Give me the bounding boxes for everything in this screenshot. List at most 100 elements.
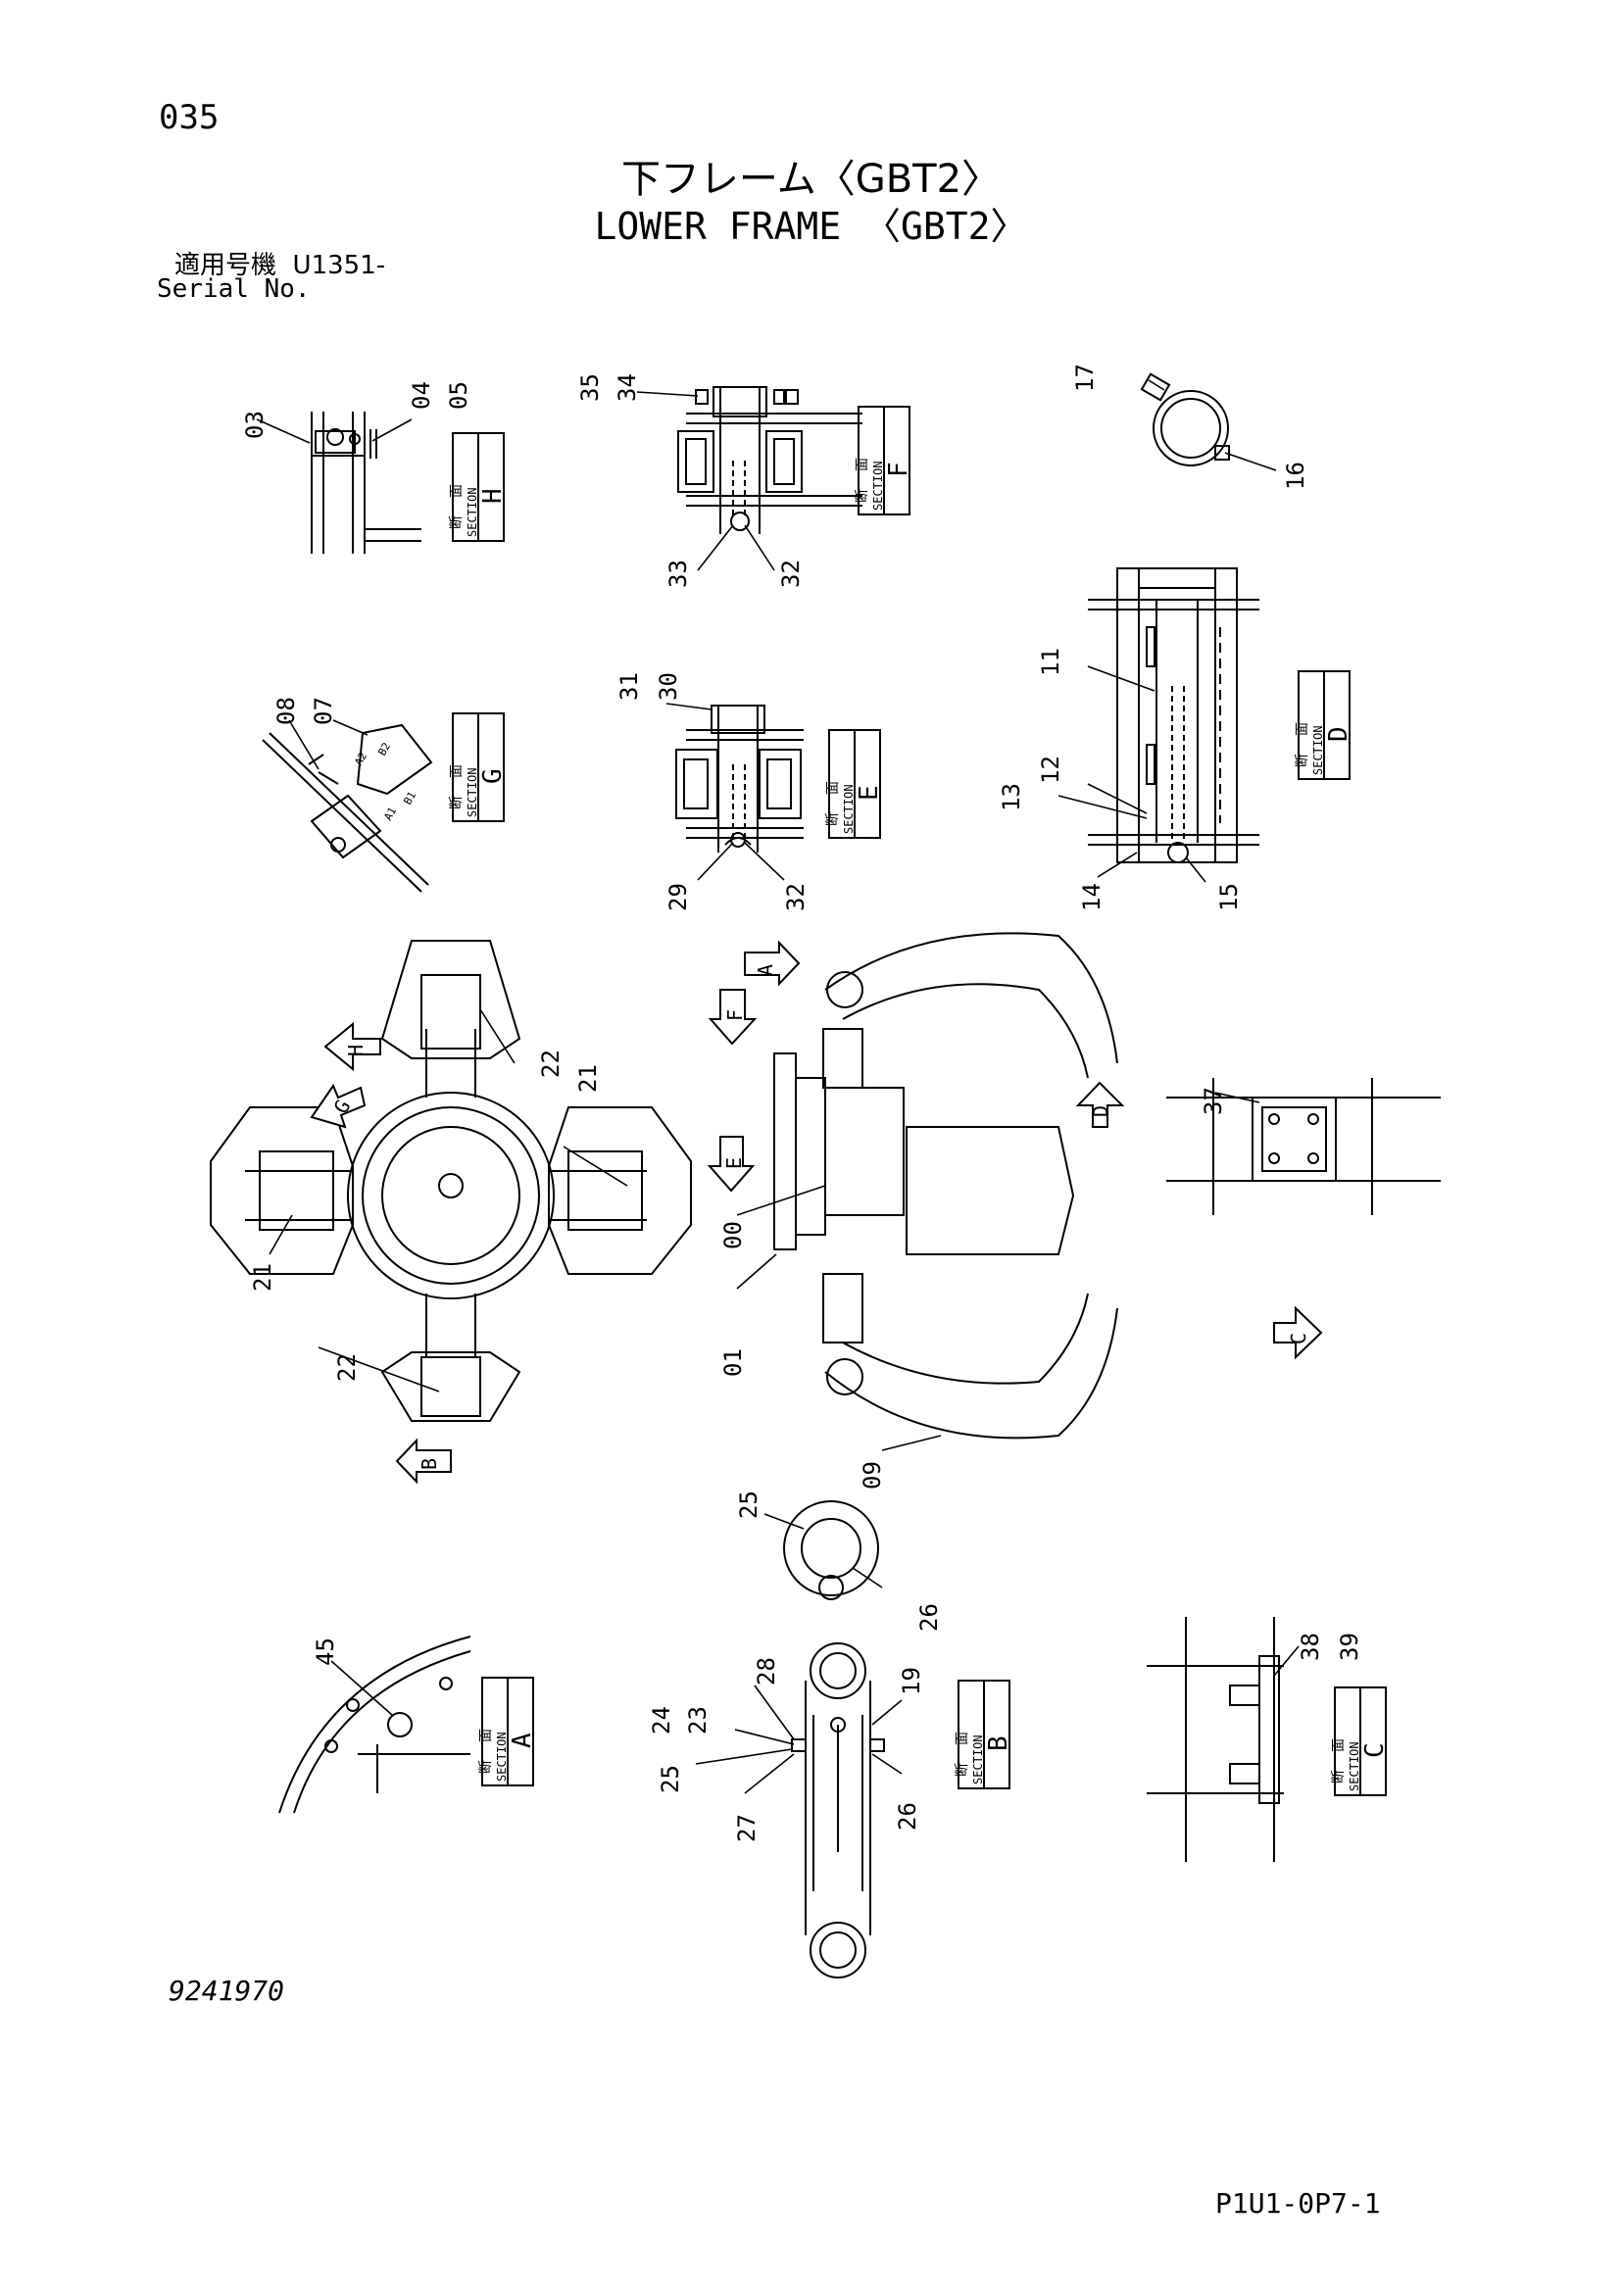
callout-28: 28: [753, 1657, 780, 1685]
section-caption-kanji-2: 面: [855, 458, 870, 471]
section-caption-kanji-2: 面: [825, 781, 841, 795]
serial-label-english: Serial No.: [157, 274, 311, 304]
page-number: 035: [159, 98, 220, 137]
section-letter-a: A: [508, 1733, 537, 1748]
callout-04: 04: [408, 381, 435, 410]
section-label-d: 断 面 SECTION D: [1295, 670, 1353, 780]
callout-14: 14: [1078, 883, 1106, 911]
view-arrow-c: C: [1273, 1305, 1323, 1360]
serial-number-line: 適用号機 U1351-: [174, 245, 385, 281]
section-caption-kanji-1: 断: [449, 515, 465, 529]
callout-22-top: 22: [537, 1050, 565, 1078]
main-plan-view: [210, 940, 692, 1422]
callout-03: 03: [241, 411, 269, 439]
section-caption-kanji-2: 面: [955, 1732, 970, 1745]
section-caption-kanji-1: 断: [855, 489, 870, 503]
section-caption-word: SECTION: [971, 1734, 985, 1784]
callout-12: 12: [1037, 756, 1064, 784]
callout-30: 30: [655, 672, 682, 701]
section-caption-kanji-1: 断: [1295, 754, 1310, 767]
view-arrow-letter-c: C: [1287, 1333, 1310, 1344]
part-mark-a1: A1: [381, 806, 399, 823]
section-label-g: 断 面 SECTION G: [449, 712, 508, 822]
page-title-japanese: 下フレーム〈GBT2〉: [620, 157, 1002, 202]
callout-16: 16: [1282, 462, 1309, 490]
view-arrow-letter-d: D: [1089, 1105, 1112, 1117]
section-letter-g: G: [478, 768, 508, 784]
callout-00: 00: [719, 1221, 747, 1249]
section-letter-c: C: [1360, 1742, 1390, 1758]
callout-34: 34: [614, 373, 641, 402]
callout-09: 09: [859, 1461, 886, 1490]
callout-38: 38: [1297, 1633, 1324, 1661]
part-mark-b1: B1: [401, 790, 418, 807]
view-arrow-e: E: [707, 1136, 756, 1193]
detail-section-d: [1088, 567, 1259, 863]
leader-lines: [256, 379, 1300, 1794]
section-caption-kanji-1: 断: [955, 1763, 970, 1777]
callout-45: 45: [312, 1637, 339, 1666]
callout-17: 17: [1071, 364, 1099, 392]
callout-05: 05: [445, 381, 472, 410]
detail-section-a: [278, 1636, 471, 1814]
callout-11: 11: [1037, 648, 1064, 676]
section-caption-kanji-1: 断: [1331, 1770, 1347, 1783]
view-arrow-letter-e: E: [722, 1157, 746, 1169]
section-letter-h: H: [478, 488, 508, 504]
detail-section-f: [677, 386, 862, 534]
section-caption-word: SECTION: [842, 784, 856, 834]
detail-section-h: [311, 412, 421, 554]
callout-26-bottom: 26: [894, 1802, 921, 1831]
section-caption-word: SECTION: [1348, 1741, 1361, 1791]
callout-21-left: 21: [249, 1263, 276, 1292]
callout-29: 29: [664, 883, 692, 911]
section-letter-e: E: [855, 785, 884, 801]
serial-value: U1351-: [292, 251, 386, 280]
detail-section-c: [1147, 1617, 1284, 1862]
callout-23: 23: [684, 1706, 712, 1734]
section-letter-b: B: [984, 1735, 1013, 1751]
section-label-e: 断 面 SECTION E: [825, 729, 884, 839]
section-caption-kanji-2: 面: [1331, 1738, 1347, 1752]
callout-22-bottom: 22: [333, 1353, 361, 1382]
detail-clamp-16-17: [1140, 372, 1230, 466]
section-caption-kanji-2: 面: [478, 1729, 494, 1742]
section-caption-kanji-1: 断: [449, 796, 465, 809]
document-code: P1U1-0P7-1: [1215, 2187, 1381, 2220]
part-mark-b2: B2: [375, 741, 393, 758]
section-labels: 断 面 SECTION H 断 面 SECTION F 断 面 SECTION …: [449, 406, 1390, 1796]
callout-33: 33: [664, 560, 692, 588]
view-arrow-letter-f: F: [723, 1009, 747, 1021]
callout-15: 15: [1215, 883, 1243, 911]
callout-25-top: 25: [735, 1490, 762, 1519]
callout-08: 08: [272, 697, 300, 725]
section-caption-kanji-1: 断: [478, 1760, 494, 1774]
drawing-number: 9241970: [169, 1975, 285, 2007]
part-mark-a2: A2: [352, 751, 369, 768]
callout-13: 13: [998, 783, 1025, 811]
callout-35: 35: [576, 373, 604, 402]
section-label-f: 断 面 SECTION F: [855, 406, 913, 515]
callout-21-right: 21: [574, 1064, 602, 1093]
callout-27: 27: [733, 1814, 761, 1842]
main-side-view: [773, 932, 1118, 1440]
view-arrows: A F H G E D C B: [310, 940, 1323, 1485]
callout-numbers: 03 04 05 35 34 33 32 17 16 08 07 31 30 2…: [241, 364, 1363, 1842]
section-caption-kanji-2: 面: [449, 764, 465, 778]
section-caption-word: SECTION: [1311, 725, 1325, 775]
section-caption-word: SECTION: [871, 461, 885, 511]
serial-label-japanese: 適用号機: [174, 251, 277, 280]
callout-25-bottom: 25: [657, 1765, 684, 1793]
view-arrow-f: F: [708, 989, 758, 1046]
section-caption-word: SECTION: [466, 487, 479, 537]
section-label-c: 断 面 SECTION C: [1331, 1686, 1390, 1796]
view-arrow-letter-b: B: [418, 1458, 441, 1470]
section-letter-d: D: [1324, 726, 1353, 742]
callout-26-top: 26: [915, 1603, 943, 1632]
detail-view-c: [1166, 1078, 1441, 1215]
section-caption-word: SECTION: [466, 767, 479, 817]
view-arrow-h: H: [323, 1021, 381, 1072]
page-title-english: LOWER FRAME 〈GBT2〉: [594, 205, 1028, 248]
view-arrow-letter-h: H: [344, 1045, 368, 1056]
view-arrow-g: G: [310, 1083, 367, 1129]
